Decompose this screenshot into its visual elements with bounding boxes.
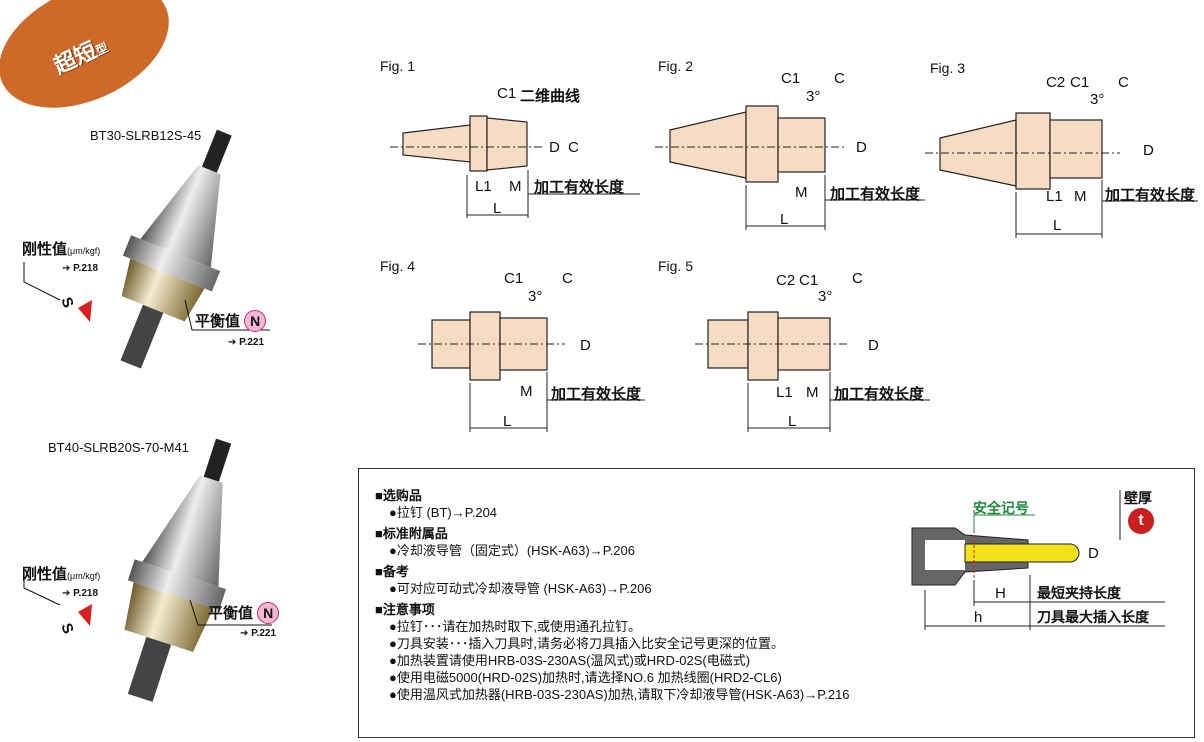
balance-label-1: 平衡值 N <box>195 310 267 332</box>
fig2-angle: 3° <box>806 88 821 105</box>
page-ref: P.221 <box>251 628 277 639</box>
fig1-curve: 二维曲线 <box>520 88 581 105</box>
note-item: ●拉钉 (BT)→P.204 <box>389 505 498 520</box>
fig4-l: L <box>503 413 512 430</box>
balance-n-badge: N <box>244 310 267 332</box>
tool-holder-image-1 <box>120 129 232 369</box>
product-model-1: BT30-SLRB12S-45 <box>90 128 202 143</box>
rigidity-page-link-2[interactable]: ➔ P.218 <box>62 588 99 599</box>
section-heading: ■备考 <box>375 564 409 579</box>
balance-page-link-2[interactable]: ➔ P.221 <box>240 628 277 639</box>
page-ref: P.218 <box>73 588 99 599</box>
notes-list: ■选购品 ●拉钉 (BT)→P.204 ■标准附属品 ●冷却液导管（固定式）(H… <box>359 469 1194 703</box>
fig3-c: C <box>1118 74 1129 91</box>
page-ref: P.218 <box>73 263 99 274</box>
product-model-2: BT40-SLRB20S-70-M41 <box>48 440 189 455</box>
fig2-l: L <box>780 211 789 228</box>
rigidity-label-2: 刚性值(μm/kgf) <box>22 563 100 584</box>
fig3-c2: C2 <box>1046 74 1066 91</box>
section-heading: ■选购品 <box>375 488 422 503</box>
fig3-m: M <box>1074 188 1087 205</box>
fig1-c: C <box>568 139 579 156</box>
fig3-c1: C1 <box>1070 74 1090 91</box>
fig5-effective: 加工有效长度 <box>834 386 925 403</box>
rigidity-label-1: 刚性值(μm/kgf) <box>22 238 100 259</box>
note-item: ●刀具安装･･･插入刀具时,请务必将刀具插入比安全记号更深的位置。 <box>389 636 784 651</box>
note-item: ●使用电磁5000(HRD-02S)加热时,请选择NO.6 加热线圈(HRD2-… <box>389 670 782 685</box>
rigidity-page-link-1[interactable]: ➔ P.218 <box>62 263 99 274</box>
fig3-d: D <box>1143 142 1154 159</box>
fig1-l: L <box>493 200 502 217</box>
fig2-c1: C1 <box>781 70 801 87</box>
note-item: ●可对应可动式冷却液导管 (HSK-A63)→P.206 <box>389 581 652 596</box>
fig1-d: D <box>549 139 560 156</box>
page-ref: P.221 <box>239 337 265 348</box>
safety-mark-label: 安全记号 <box>973 500 1029 516</box>
diameter-label: D <box>1088 545 1099 562</box>
wall-thickness-label: 壁厚 <box>1124 490 1152 506</box>
fig4-c1: C1 <box>504 270 524 287</box>
fig3-effective: 加工有效长度 <box>1105 187 1196 204</box>
section-heading: ■标准附属品 <box>375 526 448 541</box>
wall-thickness-badge: t <box>1128 508 1154 534</box>
fig5-d: D <box>868 337 879 354</box>
fig2-c: C <box>834 70 845 87</box>
tool-holder-image-2 <box>124 438 232 702</box>
rigidity-label-text: 刚性值 <box>22 566 68 583</box>
fig3-l: L <box>1053 217 1062 234</box>
fig1-title: Fig. 1 <box>380 58 416 74</box>
fig4-c: C <box>562 270 573 287</box>
balance-page-link-1[interactable]: ➔ P.221 <box>228 337 265 348</box>
insertion-diagram <box>911 490 1165 630</box>
fig5-title: Fig. 5 <box>658 258 694 274</box>
max-insert-label: 刀具最大插入长度 <box>1037 609 1149 625</box>
balance-label-text: 平衡值 <box>208 605 254 622</box>
fig5-angle: 3° <box>818 288 833 305</box>
fig2-m: M <box>795 184 808 201</box>
fig5-c: C <box>852 270 863 287</box>
fig1-effective: 加工有效长度 <box>534 179 625 196</box>
section-heading: ■注意事项 <box>375 602 435 617</box>
fig4-d: D <box>580 337 591 354</box>
fig5-l1: L1 <box>776 384 793 401</box>
fig4-m: M <box>520 383 533 400</box>
balance-label-text: 平衡值 <box>195 313 241 330</box>
fig3-angle: 3° <box>1090 91 1105 108</box>
fig3-title: Fig. 3 <box>930 60 966 76</box>
note-item: ●使用温风式加热器(HRB-03S-230AS)加热,请取下冷却液导管(HSK-… <box>389 687 850 702</box>
fig3-l1: L1 <box>1046 188 1063 205</box>
fig5-c1: C1 <box>799 272 819 289</box>
fig5-l: L <box>788 413 797 430</box>
fig5-m: M <box>806 384 819 401</box>
note-item: ●拉钉･･･请在加热时取下,或使用通孔拉钉。 <box>389 619 641 634</box>
rigidity-unit: (μm/kgf) <box>67 246 101 256</box>
fig4-angle: 3° <box>528 288 543 305</box>
max-insert-dim: h <box>974 609 983 626</box>
fig2-title: Fig. 2 <box>658 58 694 74</box>
note-item: ●冷却液导管（固定式）(HSK-A63)→P.206 <box>389 543 635 558</box>
note-item: ●加热装置请使用HRB-03S-230AS(温风式)或HRD-02S(电磁式) <box>389 653 751 668</box>
rigidity-label-text: 刚性值 <box>22 241 68 258</box>
min-clamp-dim: H <box>995 585 1006 602</box>
rigidity-unit: (μm/kgf) <box>67 571 101 581</box>
fig2-effective: 加工有效长度 <box>830 186 921 203</box>
fig4-title: Fig. 4 <box>380 258 416 274</box>
fig2-d: D <box>856 139 867 156</box>
balance-label-2: 平衡值 N <box>208 602 280 624</box>
fig1-c1: C1 <box>497 85 517 102</box>
notes-box: ■选购品 ●拉钉 (BT)→P.204 ■标准附属品 ●冷却液导管（固定式）(H… <box>358 468 1195 738</box>
fig5-c2: C2 <box>776 272 796 289</box>
fig4-effective: 加工有效长度 <box>551 386 642 403</box>
balance-n-badge: N <box>257 602 280 624</box>
fig1-l1: L1 <box>475 178 492 195</box>
fig1-m: M <box>509 178 522 195</box>
min-clamp-label: 最短夹持长度 <box>1037 585 1121 601</box>
